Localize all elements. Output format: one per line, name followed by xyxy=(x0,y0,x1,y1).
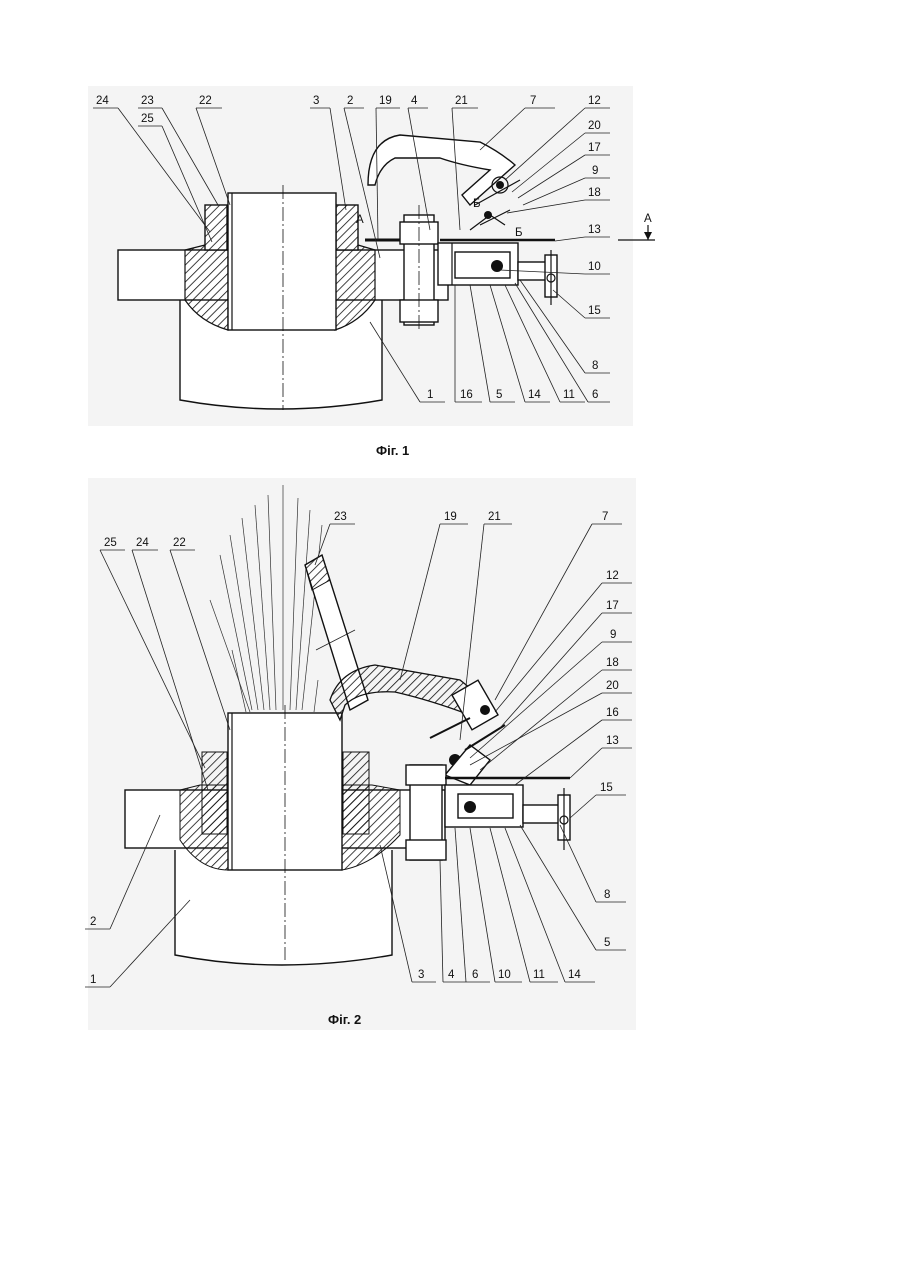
label-16: 16 xyxy=(606,707,619,719)
label-12: 12 xyxy=(606,570,619,582)
label-22: 22 xyxy=(173,537,186,549)
label-17: 17 xyxy=(606,600,619,612)
label-11: 11 xyxy=(563,389,575,401)
label-3: 3 xyxy=(418,969,424,981)
label-20: 20 xyxy=(588,120,601,132)
label-1: 1 xyxy=(427,389,433,401)
label-20: 20 xyxy=(606,680,619,692)
label-10: 10 xyxy=(498,969,511,981)
label-8: 8 xyxy=(604,889,610,901)
label-24: 24 xyxy=(136,537,149,549)
label-4: 4 xyxy=(448,969,455,981)
label-18: 18 xyxy=(588,187,601,199)
figure-2-caption: Фіг. 2 xyxy=(328,1012,361,1027)
section-mark-b-top: Б xyxy=(473,198,481,210)
label-14: 14 xyxy=(568,969,581,981)
label-2: 2 xyxy=(90,916,96,928)
label-6: 6 xyxy=(472,969,478,981)
label-13: 13 xyxy=(588,224,601,236)
label-7: 7 xyxy=(530,95,536,107)
label-10: 10 xyxy=(588,261,601,273)
label-25: 25 xyxy=(104,537,117,549)
label-19: 19 xyxy=(379,95,392,107)
label-5: 5 xyxy=(496,389,502,401)
label-15: 15 xyxy=(588,305,601,317)
label-14: 14 xyxy=(528,389,541,401)
section-mark-a-right: А xyxy=(644,213,652,225)
label-18: 18 xyxy=(606,657,619,669)
figure-1-caption: Фіг. 1 xyxy=(376,443,409,458)
label-13: 13 xyxy=(606,735,619,747)
label-23: 23 xyxy=(141,95,154,107)
label-9: 9 xyxy=(592,165,598,177)
label-16: 16 xyxy=(460,389,473,401)
label-3: 3 xyxy=(313,95,319,107)
label-17: 17 xyxy=(588,142,601,154)
label-21: 21 xyxy=(455,95,468,107)
section-mark-a-left: А xyxy=(356,214,364,226)
label-6: 6 xyxy=(592,389,598,401)
label-12: 12 xyxy=(588,95,601,107)
label-15: 15 xyxy=(600,782,613,794)
label-7: 7 xyxy=(602,511,608,523)
label-22: 22 xyxy=(199,95,212,107)
label-9: 9 xyxy=(610,629,616,641)
label-24: 24 xyxy=(96,95,109,107)
label-23: 23 xyxy=(334,511,347,523)
label-25: 25 xyxy=(141,113,154,125)
label-4: 4 xyxy=(411,95,418,107)
label-19: 19 xyxy=(444,511,457,523)
section-mark-b-bottom: Б xyxy=(515,227,523,239)
label-11: 11 xyxy=(533,969,545,981)
figure-1-drawing: А А Б Б 24 23 25 22 3 2 19 xyxy=(0,0,900,480)
label-1: 1 xyxy=(90,974,96,986)
label-21: 21 xyxy=(488,511,501,523)
label-5: 5 xyxy=(604,937,610,949)
label-8: 8 xyxy=(592,360,598,372)
label-2: 2 xyxy=(347,95,353,107)
